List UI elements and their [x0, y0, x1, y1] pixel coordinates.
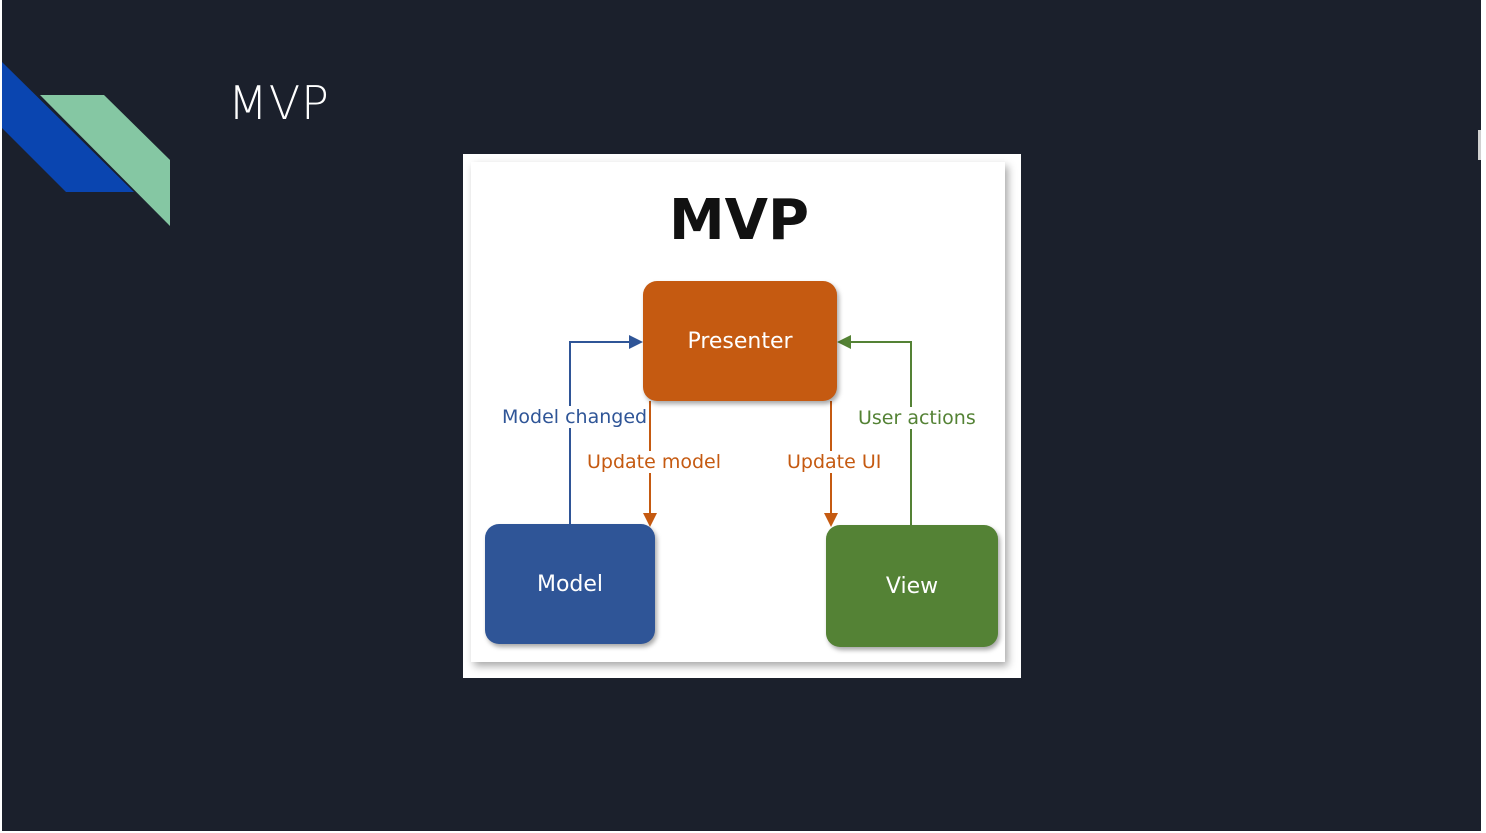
view-node: View — [826, 525, 998, 647]
user-actions-label: User actions — [857, 407, 977, 429]
update-model-label: Update model — [586, 451, 723, 473]
scrollbar-indicator — [1478, 130, 1481, 160]
user-actions-arrow — [849, 341, 912, 525]
user-actions-arrowhead — [837, 335, 851, 349]
update-model-arrowhead — [643, 513, 657, 527]
update-ui-arrowhead — [824, 513, 838, 527]
diagram-title: MVP — [668, 188, 810, 253]
model-changed-arrowhead — [629, 335, 643, 349]
model-node: Model — [485, 524, 655, 644]
update-ui-label: Update UI — [786, 451, 883, 473]
green-stripe — [40, 95, 170, 226]
model-changed-label: Model changed — [501, 406, 649, 428]
corner-decoration — [2, 62, 170, 226]
slide-title: MVP — [228, 76, 330, 130]
presenter-node: Presenter — [643, 281, 837, 401]
mvp-figure: MVP Presenter Model View Model changed U… — [463, 154, 1021, 678]
blue-stripe — [2, 62, 134, 192]
model-changed-arrow — [569, 341, 631, 524]
